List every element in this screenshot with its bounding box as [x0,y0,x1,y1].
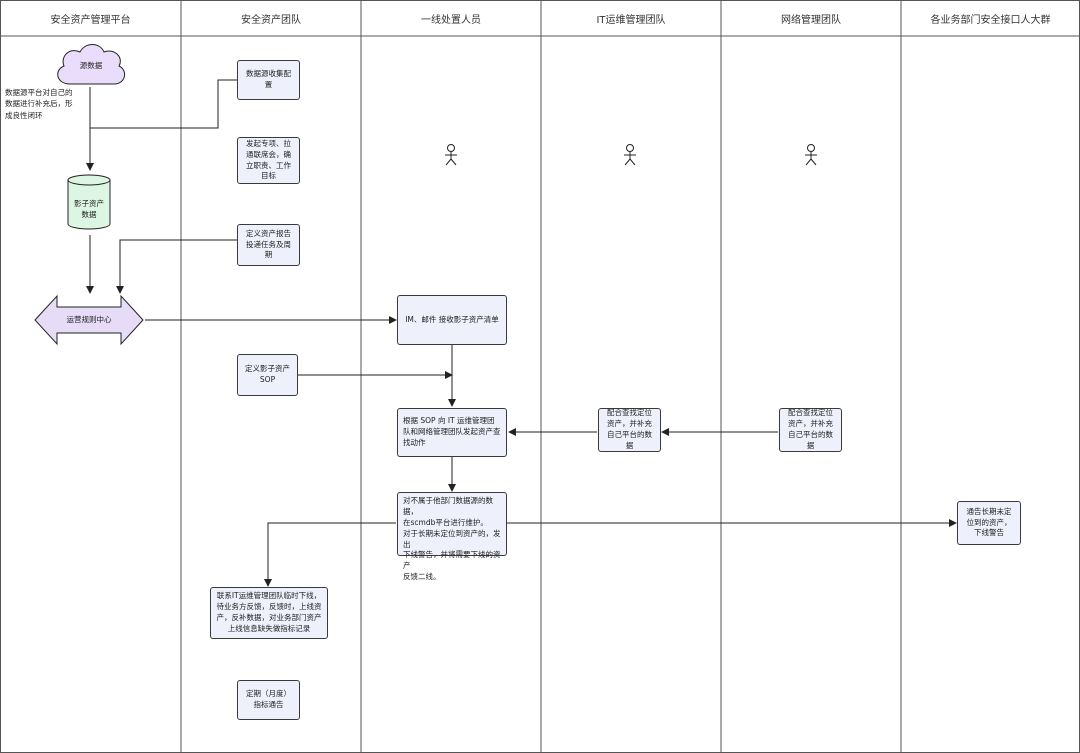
box-handle-data[interactable]: 对不属于他部门数据源的数据， 在scmdb平台进行维护。 对于长期未定位到资产的… [397,492,507,581]
lane-header-network: 网络管理团队 [781,14,841,26]
box-periodic-report[interactable]: 定期（月度）指标通告 [237,680,300,720]
lane-header-frontline: 一线处置人员 [421,14,481,26]
lane-header-platform: 安全资产管理平台 [50,14,131,26]
handle-line: 反馈二线。 [403,572,441,582]
shadow-asset-cylinder [67,174,111,230]
cylinder-label-line: 影子资产 [74,199,104,208]
handle-line: 在scmdb平台进行维护。 [403,517,488,527]
box-collect-config[interactable]: 数据源收集配置 [237,60,300,100]
box-notify-group[interactable]: 通告长期未定位到的资产，下线警告 [957,501,1021,545]
box-special-project[interactable]: 发起专项、拉通联席会，确立职责、工作目标 [237,137,300,184]
arrow-label: 运营规则中心 [66,315,112,324]
box-receive-list[interactable]: IM、邮件 接收影子资产清单 [397,295,507,345]
cylinder-label: 影子资产 数据 [66,198,112,221]
connector-collect-to-cylinder [90,79,237,129]
loop-note: 数据源平台对自己的 数据进行补充后，形 成良性闭环 [5,87,87,121]
actor-icon [445,144,457,166]
handle-line: 下线警告，并将需要下线的资产 [403,550,501,571]
lane-header-asset-team: 安全资产团队 [241,14,301,26]
box-initiate-search[interactable]: 根据 SOP 向 IT 运维管理团队和网络管理团队发起资产查找动作 [397,408,507,457]
ops-rule-center-arrow [34,294,144,346]
box-report-task[interactable]: 定义资产报告投递任务及周期 [237,224,300,266]
note-line: 数据进行补充后，形 [5,99,73,109]
handle-line: 对于长期未定位到资产的，发出 [403,528,501,549]
note-line: 成良性闭环 [5,110,43,120]
handle-line: 对不属于他部门数据源的数据， [403,496,493,516]
cloud-label: 源数据 [79,61,103,70]
connector-handle-to-offline [264,522,396,587]
lane-header-business-group: 各业务部门安全接口人大群 [930,14,1051,26]
actor-icon [624,144,636,166]
box-offline-coord[interactable]: 联系IT运维管理团队临时下线，待业务方反馈，反馈时，上线资产，反补数据，对业务部… [210,587,328,639]
box-it-cooperate[interactable]: 配合查找定位资产，并补充自己平台的数据 [598,408,661,452]
lane-header-it-ops: IT运维管理团队 [596,14,666,26]
cylinder-label-line: 数据 [81,210,97,220]
actor-icon [805,144,817,166]
box-define-sop[interactable]: 定义影子资产SOP [237,354,298,396]
note-line: 数据源平台对自己的 [5,88,73,97]
connector-report-to-arrow [116,239,237,294]
box-net-cooperate[interactable]: 配合查找定位资产，并补充自己平台的数据 [779,408,842,452]
source-data-cloud [57,44,126,85]
